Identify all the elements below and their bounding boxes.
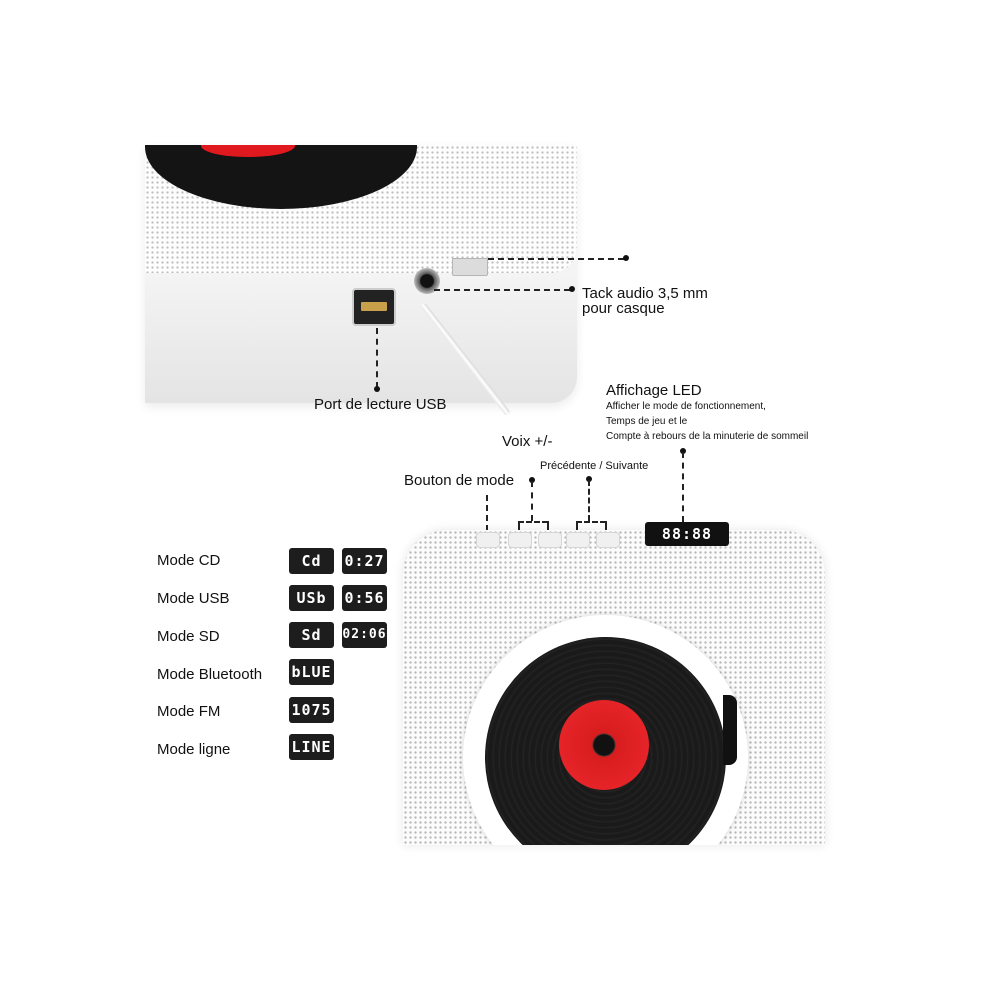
mode-sd-display-1: Sd: [289, 622, 334, 648]
callout-bracket-prev-left: [576, 521, 578, 531]
jack-label-line1: Tack audio 3,5 mm: [582, 285, 708, 302]
device-front-view: [403, 530, 825, 845]
usb-port-label: Port de lecture USB: [314, 396, 447, 413]
callout-line-sd: [488, 258, 624, 260]
mode-bluetooth-label: Mode Bluetooth: [157, 666, 263, 683]
next-button[interactable]: [596, 532, 620, 548]
prev-next-label: Précédente / Suivante: [540, 460, 649, 472]
mode-usb-display-2: 0:56: [342, 585, 387, 611]
volume-label: Voix +/-: [502, 433, 553, 450]
mode-line-label: Mode ligne: [157, 741, 231, 758]
callout-line-usb: [376, 328, 378, 388]
callout-dot-jack: [569, 286, 575, 292]
led-display: 88:88: [645, 522, 729, 546]
callout-bracket-prev-right: [605, 521, 607, 531]
disc-label: [559, 700, 649, 790]
callout-bracket-volume-left: [518, 521, 520, 531]
mode-cd-display-1: Cd: [289, 548, 334, 574]
callout-line-volume: [531, 481, 533, 521]
callout-line-prev-next: [588, 480, 590, 521]
callout-dot-usb: [374, 386, 380, 392]
disc-edge: [723, 695, 737, 765]
callout-line-led: [682, 452, 684, 522]
mode-button[interactable]: [476, 532, 500, 548]
callout-bracket-volume-right: [547, 521, 549, 531]
callout-bracket-volume: [518, 521, 548, 523]
callout-line-mode: [486, 495, 488, 531]
disc-top-label: [201, 145, 295, 157]
led-label-title: Affichage LED: [606, 382, 702, 399]
mode-cd-display-2: 0:27: [342, 548, 387, 574]
callout-dot-sd: [623, 255, 629, 261]
mode-usb-display-1: USb: [289, 585, 334, 611]
callout-dot-prev-next: [586, 476, 592, 482]
callout-dot-volume: [529, 477, 535, 483]
volume-up-button[interactable]: [538, 532, 562, 548]
mode-sd-display-2: 02:06: [342, 622, 387, 648]
mode-fm-display: 1075: [289, 697, 334, 723]
mode-usb-label: Mode USB: [157, 590, 230, 607]
jack-label-line2: pour casque: [582, 300, 665, 317]
mode-fm-label: Mode FM: [157, 703, 221, 720]
callout-dot-led: [680, 448, 686, 454]
sd-slot-icon: [452, 258, 488, 276]
previous-button[interactable]: [566, 532, 590, 548]
device-side-view: [145, 145, 577, 403]
mode-line-display: LINE: [289, 734, 334, 760]
mode-button-label: Bouton de mode: [404, 472, 515, 489]
callout-line-jack: [434, 289, 570, 291]
led-label-line1: Afficher le mode de fonctionnement,: [606, 401, 766, 412]
volume-down-button[interactable]: [508, 532, 532, 548]
led-label-line3: Compte à rebours de la minuterie de somm…: [606, 431, 809, 442]
usb-port-icon: [352, 288, 396, 326]
mode-cd-label: Mode CD: [157, 552, 221, 569]
led-label-line2: Temps de jeu et le: [606, 416, 688, 427]
mode-bluetooth-display: bLUE: [289, 659, 334, 685]
callout-bracket-prev-next: [576, 521, 606, 523]
mode-sd-label: Mode SD: [157, 628, 220, 645]
